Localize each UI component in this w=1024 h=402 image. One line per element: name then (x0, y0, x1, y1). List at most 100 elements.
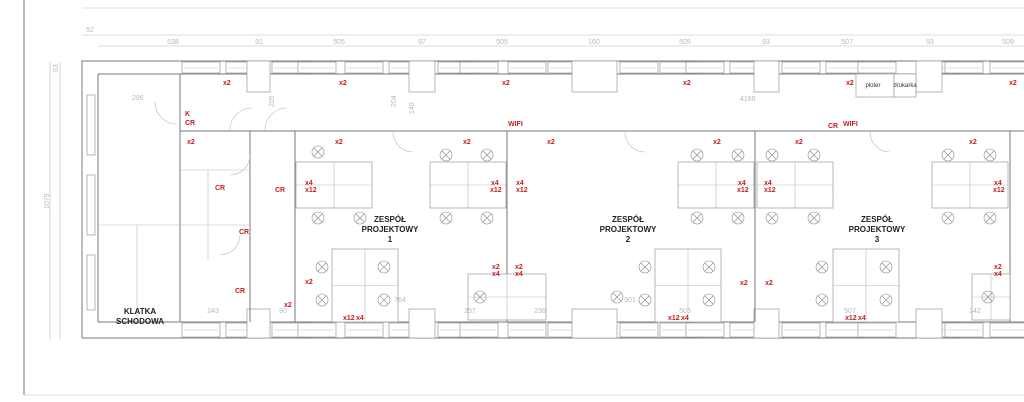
chair-icon (815, 293, 829, 307)
annotation-cr: CR (275, 187, 285, 194)
dimension-label: 901 (624, 297, 636, 304)
window (344, 61, 384, 74)
chair-icon (879, 293, 893, 307)
annotation-x12: x12 (305, 187, 317, 194)
annotation-x2: x2 (187, 139, 195, 146)
annotation-wifi: WIFI (508, 121, 523, 128)
annotation-cr: CR (828, 123, 838, 130)
chair-icon (981, 290, 995, 304)
door-wc-3 (229, 154, 251, 176)
team-label: ZESPÓŁ (861, 215, 893, 224)
annotation-x4: x4 (764, 180, 772, 187)
team-label: 2 (626, 235, 631, 244)
chair-icon (353, 211, 367, 225)
dimension-label: 764 (394, 297, 406, 304)
plotter-label: ploter (865, 83, 880, 89)
dim-corridor-depth-2: 204 (391, 95, 398, 107)
dimension-label: 242 (969, 308, 981, 315)
team-label: PROJEKTOWY (849, 225, 906, 234)
annotation-x2: x2 (740, 280, 748, 287)
annotation-x2: x2 (765, 280, 773, 287)
chair-icon (377, 260, 391, 274)
pillars (246, 60, 943, 339)
team-label: 3 (875, 235, 880, 244)
chair-icon (702, 293, 716, 307)
team-label: 1 (388, 235, 393, 244)
dim-overall-length: 4168 (740, 96, 756, 103)
annotation-x4: x4 (858, 315, 866, 322)
dimension-label: 507 (844, 308, 856, 315)
pillar (915, 60, 943, 93)
annotation-x12: x12 (737, 187, 749, 194)
chair-icon (311, 145, 325, 159)
door-wc-1 (229, 107, 253, 131)
chair-icon (473, 290, 487, 304)
team-label: PROJEKTOWY (600, 225, 657, 234)
annotation-x2: x2 (335, 139, 343, 146)
chair-icon (731, 211, 745, 225)
dimension-label: 538 (167, 39, 179, 46)
chair-icon (439, 148, 453, 162)
dimension-label: 97 (418, 39, 426, 46)
dimension-label: 505 (496, 39, 508, 46)
annotation-wifi: WIFI (843, 121, 858, 128)
annotation-x2: x2 (502, 80, 510, 87)
team-labels: ZESPÓŁPROJEKTOWY1ZESPÓŁPROJEKTOWY2ZESPÓŁ… (362, 215, 906, 244)
dim-corridor-depth-1: 205 (269, 95, 276, 107)
left-window-2 (86, 174, 96, 236)
left-window-3 (86, 254, 96, 311)
chair-icon (983, 211, 997, 225)
printer-box (893, 73, 917, 98)
chair-icon (807, 211, 821, 225)
pillar (246, 60, 271, 93)
door-room-2 (624, 131, 646, 153)
chair-icon (983, 148, 997, 162)
annotation-x12: x12 (993, 187, 1005, 194)
annotation-x2: x2 (795, 139, 803, 146)
annotation-x4: x4 (492, 271, 500, 278)
annotation-x12: x12 (668, 315, 680, 322)
door-wc-2 (264, 107, 288, 131)
stairs-label-2: SCHODOWA (116, 317, 164, 326)
annotation-x4: x4 (681, 315, 689, 322)
pillar (753, 60, 780, 93)
dim-offset-top: 52 (86, 27, 94, 34)
annotation-x4: x4 (515, 271, 523, 278)
annotation-x4: x4 (305, 180, 313, 187)
dimension-label: 505 (679, 308, 691, 315)
window (989, 61, 1024, 74)
annotation-x2: x2 (683, 80, 691, 87)
chair-icon (807, 148, 821, 162)
dim-overall-height: 1079 (44, 193, 51, 209)
annotation-x2: x2 (846, 80, 854, 87)
annotation-x4: x4 (994, 180, 1002, 187)
left-window-1 (86, 94, 96, 156)
chair-icon (480, 211, 494, 225)
chair-icon (439, 211, 453, 225)
dimension-label: 160 (588, 39, 600, 46)
dimension-label: 507 (841, 39, 853, 46)
dim-offset-left: 53 (53, 64, 60, 72)
window (857, 61, 897, 74)
dimension-label: 505 (679, 39, 691, 46)
annotation-x2: x2 (1009, 80, 1017, 87)
chair-icon (765, 211, 779, 225)
window (297, 61, 337, 74)
chair-icon (765, 148, 779, 162)
annotation-cr: CR (239, 229, 249, 236)
chair-icon (638, 293, 652, 307)
annotation-x2: x2 (547, 139, 555, 146)
dimension-label: 93 (762, 39, 770, 46)
stairs-label-1: KLATKA (124, 307, 157, 316)
chair-icon (638, 260, 652, 274)
outer-wall (81, 60, 1024, 339)
pillar (915, 308, 943, 339)
annotation-x4: x4 (738, 180, 746, 187)
annotation-x12: x12 (516, 187, 528, 194)
annotation-cr: CR (235, 288, 245, 295)
pillar (571, 308, 618, 339)
door-room-3 (869, 131, 891, 153)
